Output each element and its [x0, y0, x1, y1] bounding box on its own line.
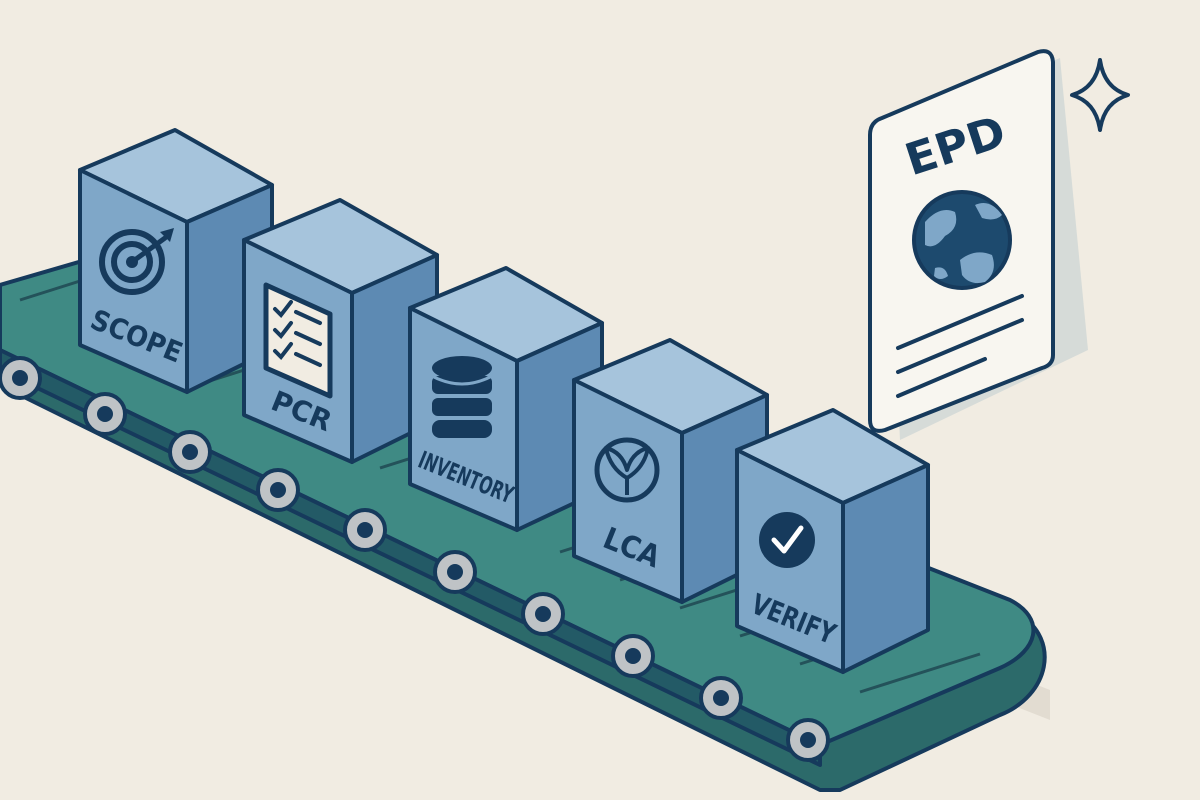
step-box-scope: SCOPE — [78, 128, 274, 394]
roller — [521, 592, 565, 636]
belt-rollers — [0, 356, 830, 762]
step-box-lca: LCA — [572, 338, 769, 604]
roller — [343, 508, 387, 552]
sparkle-icon — [1070, 58, 1130, 132]
checklist-icon — [263, 282, 333, 399]
roller — [699, 676, 743, 720]
checkmark-icon — [759, 512, 815, 568]
roller — [83, 392, 127, 436]
database-icon — [431, 356, 493, 438]
roller — [786, 718, 830, 762]
globe-icon — [912, 190, 1012, 290]
leaf-icon — [594, 437, 660, 503]
epd-document: EPD — [868, 49, 1088, 440]
roller — [611, 634, 655, 678]
roller — [0, 356, 42, 400]
roller — [168, 430, 212, 474]
target-icon — [99, 228, 174, 295]
step-box-verify: VERIFY — [735, 408, 930, 674]
roller — [433, 550, 477, 594]
step-box-pcr: PCR — [242, 198, 439, 464]
document-text-lines — [896, 294, 1024, 398]
roller — [256, 468, 300, 512]
